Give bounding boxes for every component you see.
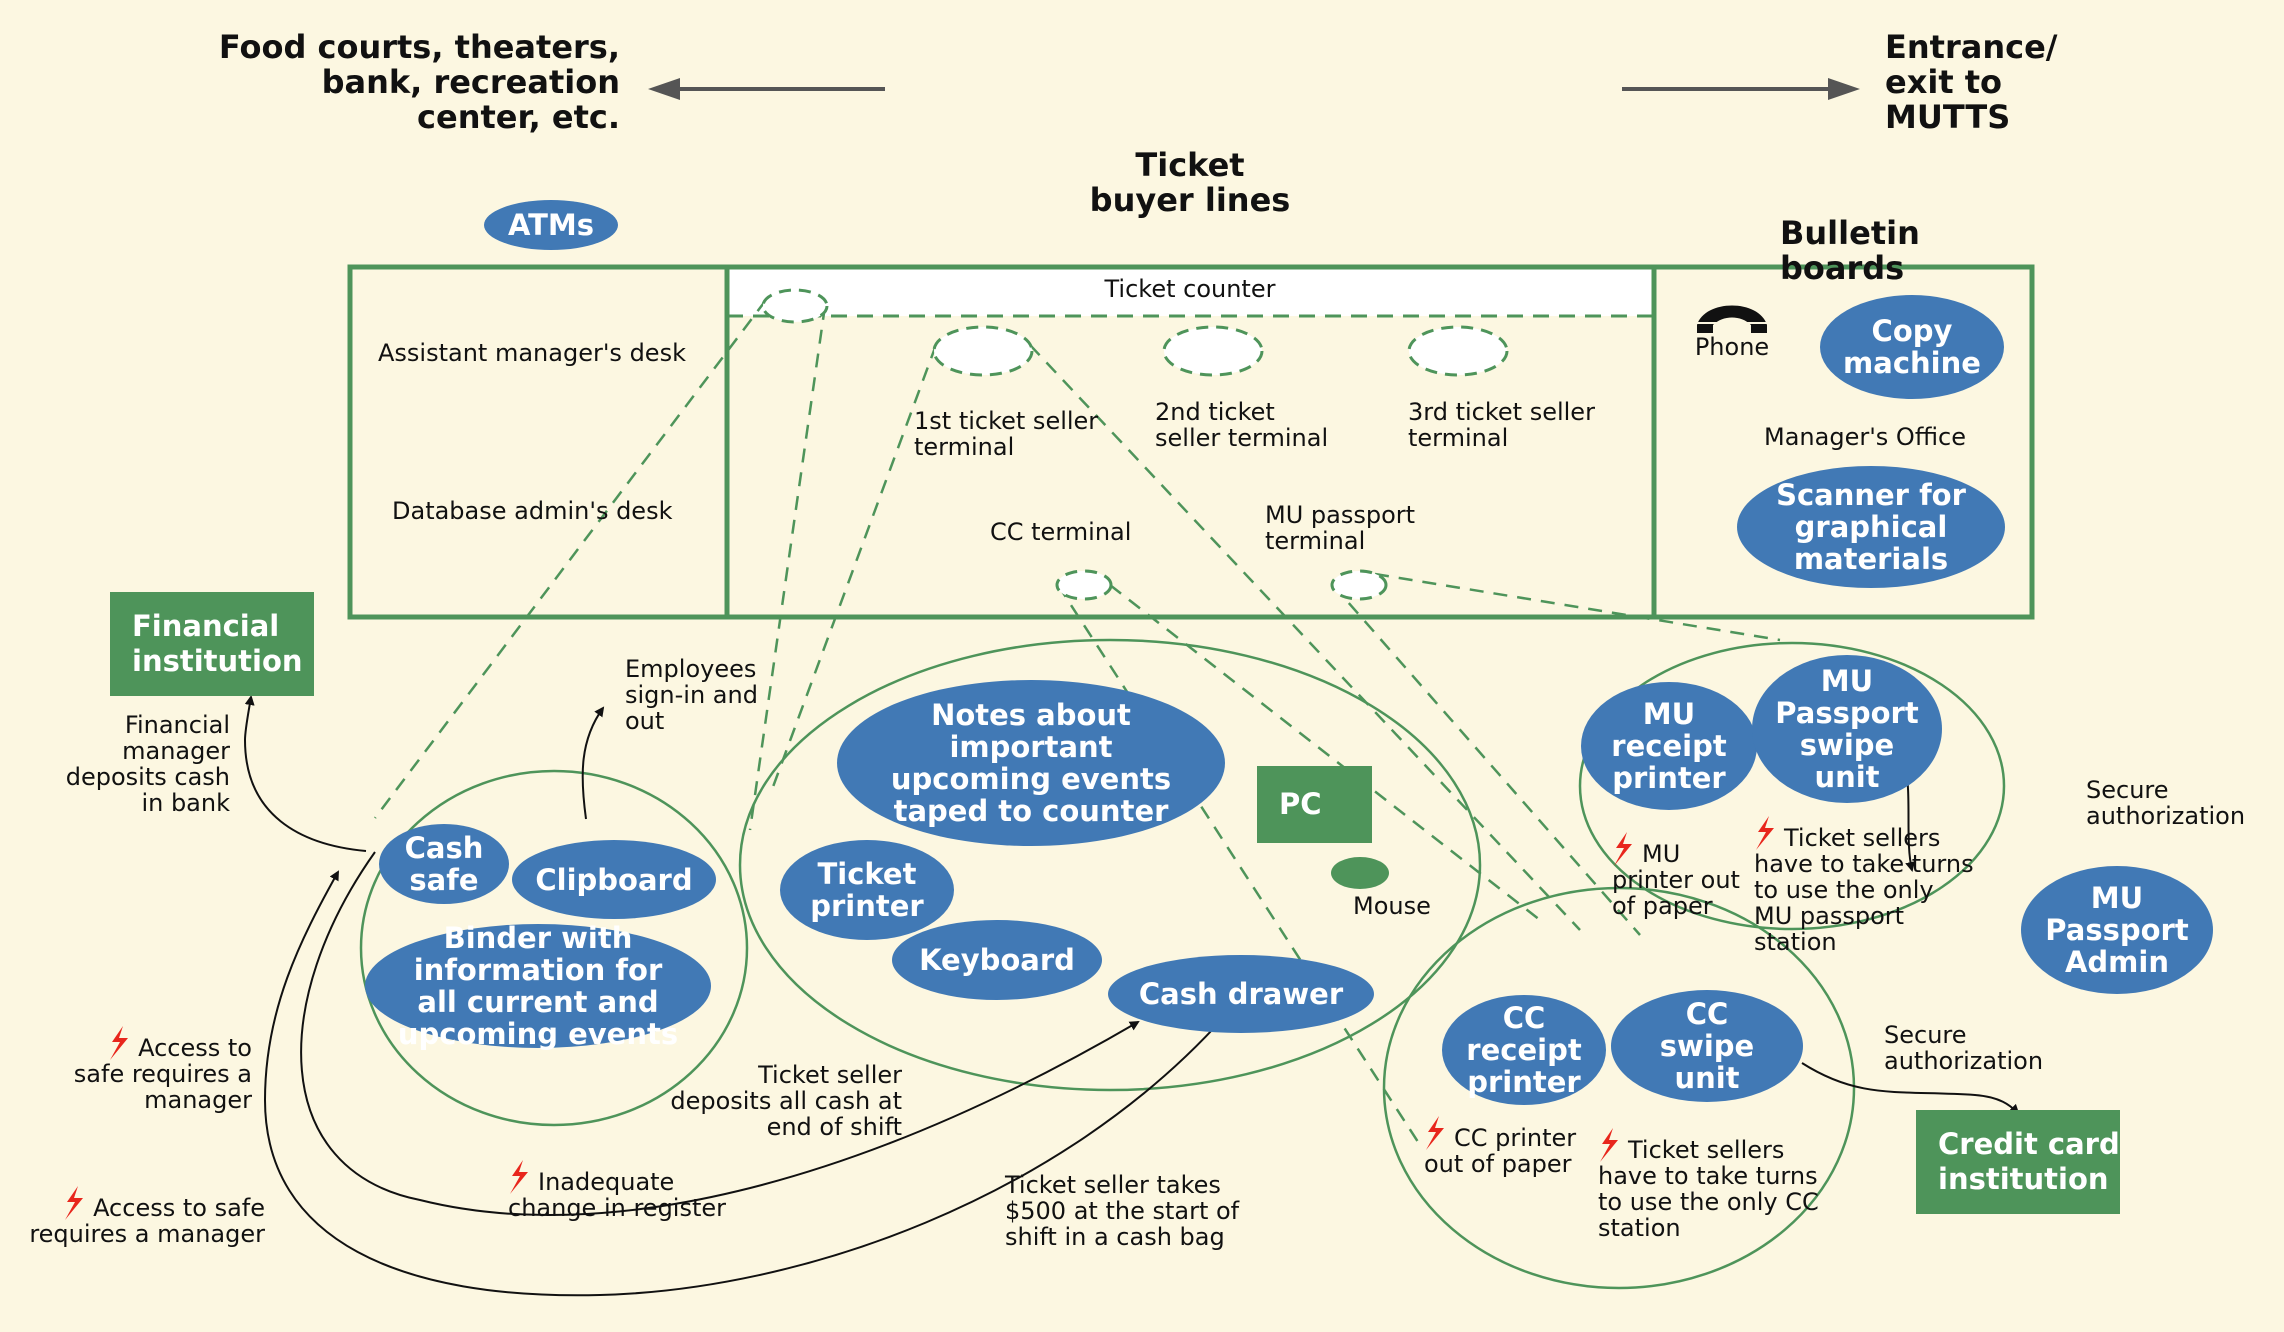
connection-line — [748, 305, 827, 831]
mu-terminal-ellipse — [1330, 569, 1388, 601]
risk-note: Access to safe requires a manager — [40, 1000, 252, 1113]
counter-station-ellipse — [761, 288, 829, 324]
mu-group-circle — [1578, 641, 2006, 931]
left-group-circle — [359, 769, 749, 1127]
mu-receipt-printer: MU receipt printer — [1581, 682, 1757, 810]
credit-card-institution-box: Credit card institution — [1916, 1110, 2120, 1214]
connection-lines — [374, 299, 1781, 1146]
risk-text: Access to safe requires a manager — [73, 1034, 252, 1114]
clipboard: Clipboard — [512, 840, 716, 919]
ticket-counter-label: Ticket counter — [1104, 275, 1276, 303]
mu-passport-terminal-label: MU passport terminal — [1265, 501, 1416, 555]
risk-bolt-icon — [1756, 816, 1774, 850]
mouse-icon — [1331, 857, 1389, 889]
risk-bolt-icon — [65, 1186, 84, 1220]
financial-manager-note: Financial manager deposits cash in bank — [65, 711, 230, 817]
right-destination-label: Entrance/ exit to MUTTS — [1885, 28, 2058, 136]
credit-card-institution-label: Credit card institution — [1938, 1127, 2120, 1196]
takes-cash-note: Ticket seller takes $500 at the start of… — [1005, 1171, 1240, 1251]
risk-text: have to take turns to use the only MU pa… — [1754, 850, 1974, 956]
terminal-3-ellipse — [1407, 325, 1509, 377]
database-admin-desk-label: Database admin's desk — [392, 497, 673, 525]
phone-label: Phone — [1694, 333, 1770, 361]
financial-institution-label: Financial institution — [132, 609, 303, 678]
connection-line — [1109, 584, 1541, 921]
pc-label: PC — [1279, 787, 1322, 821]
risk-text: CC printer — [1454, 1124, 1577, 1152]
flow-arrow-bank — [243, 695, 367, 852]
mu-passport-admin: MU Passport Admin — [2021, 866, 2213, 994]
cc-swipe-unit: CC swipe unit — [1611, 990, 1803, 1102]
flow-arrow-deposit — [300, 851, 1140, 1217]
flow-arrow-signin — [581, 706, 605, 820]
connection-line — [768, 344, 938, 796]
connection-line — [1029, 344, 1581, 931]
risk-text: Inadequate change in register — [508, 1168, 727, 1222]
risk-bolt-icon — [510, 1160, 528, 1194]
risk-bolt-icon — [1614, 832, 1632, 866]
ticket-printer: Ticket printer — [780, 840, 954, 940]
risk-text: out of paper — [1424, 1150, 1572, 1178]
scanner: Scanner for graphical materials — [1737, 466, 2005, 588]
right-arrow — [1622, 78, 1860, 100]
risk-note: Inadequate change in register — [508, 1134, 758, 1221]
mu-passport-swipe-unit: MU Passport swipe unit — [1752, 655, 1942, 803]
risk-bolt-icon — [110, 1026, 129, 1060]
middle-group-circle — [738, 638, 1482, 1092]
risk-text: MU printer out of paper — [1612, 840, 1740, 920]
managers-office-label: Manager's Office — [1764, 423, 1966, 451]
risk-bolt-icon — [1600, 1128, 1618, 1162]
terminal-1-ellipse — [932, 325, 1034, 377]
terminal-3-label: 3rd ticket seller terminal — [1408, 398, 1595, 452]
risk-note: MU printer out of paper — [1612, 806, 1752, 919]
pc-box — [1257, 766, 1372, 843]
left-arrow — [648, 78, 885, 100]
terminal-1-label: 1st ticket seller terminal — [914, 407, 1099, 461]
left-destination-label: Food courts, theaters, bank, recreation … — [218, 28, 620, 136]
cash-safe: Cash safe — [379, 824, 509, 904]
deposit-note: Ticket seller deposits all cash at end o… — [670, 1061, 902, 1141]
copy-machine: Copy machine — [1820, 295, 2004, 399]
floorplan-outline — [347, 264, 2035, 620]
financial-institution-box: Financial institution — [110, 592, 314, 696]
cc-receipt-printer: CC receipt printer — [1442, 995, 1606, 1105]
bulletin-boards-label: Bulletin boards — [1780, 214, 1920, 287]
connection-line — [1332, 584, 1641, 936]
atms-label: ATMs — [507, 208, 595, 242]
risk-text: Ticket sellers — [1628, 1136, 1785, 1164]
ticket-counter-band — [727, 267, 1654, 316]
cc-terminal-ellipse — [1055, 569, 1113, 601]
risk-bolt-icon — [1426, 1116, 1444, 1150]
flow-arrow-cc-auth — [1801, 1062, 2020, 1115]
connection-line — [1374, 572, 1781, 642]
flow-arrow-takes — [263, 870, 1226, 1297]
cc-group-circle — [1382, 886, 1856, 1290]
atms-ellipse — [484, 200, 618, 250]
assistant-manager-desk-label: Assistant manager's desk — [378, 339, 686, 367]
connection-line — [1056, 584, 1422, 1146]
connection-line — [374, 299, 767, 819]
risk-text: have to take turns to use the only CC st… — [1598, 1162, 1819, 1242]
risk-text: Access to safe requires a manager — [29, 1194, 265, 1248]
cc-terminal-label: CC terminal — [990, 518, 1132, 546]
mouse-label: Mouse — [1353, 892, 1431, 920]
cc-secure-authorization-label: Secure authorization — [1884, 1021, 2044, 1075]
risk-text: Ticket sellers — [1784, 824, 1941, 852]
mu-secure-authorization-label: Secure authorization — [2086, 776, 2246, 830]
employees-note: Employees sign-in and out — [625, 655, 758, 735]
keyboard: Keyboard — [892, 920, 1102, 1000]
binder: Binder with information for all current … — [365, 922, 711, 1050]
notes-taped-to-counter: Notes about important upcoming events ta… — [837, 680, 1225, 846]
risk-note: Access to safe requires a manager — [20, 1160, 265, 1247]
ticket-buyer-lines-label: Ticket buyer lines — [1089, 146, 1291, 219]
phone-icon — [1697, 305, 1767, 333]
terminal-2-ellipse — [1162, 325, 1264, 377]
cash-drawer: Cash drawer — [1108, 955, 1374, 1033]
terminal-2-label: 2nd ticket seller terminal — [1155, 398, 1329, 452]
